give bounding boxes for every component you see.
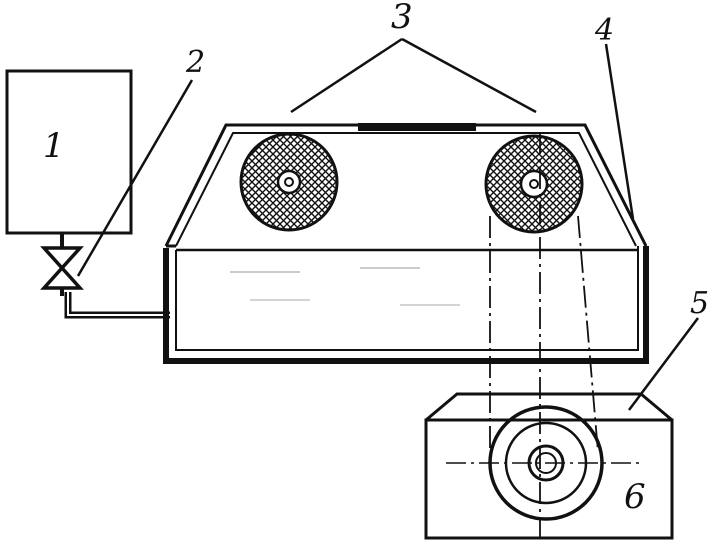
fixture-body	[424, 418, 674, 540]
tank-body	[5, 69, 133, 235]
leader-disks-right	[401, 37, 537, 114]
supply-pipe	[64, 292, 170, 319]
label-tank: 1	[43, 126, 65, 166]
housing	[164, 123, 648, 248]
label-fixture: 5	[690, 286, 709, 321]
valve-icon	[40, 246, 84, 290]
part-core	[535, 452, 557, 474]
leader-fixture	[628, 317, 699, 411]
disk-right-axle	[529, 179, 539, 189]
housing-cover-inner	[175, 132, 637, 247]
leader-lines	[76, 37, 699, 411]
part-outer-ring	[488, 405, 604, 521]
part-middle-ring	[504, 421, 588, 505]
projection-lines	[489, 132, 599, 540]
disk-right	[484, 134, 584, 234]
label-valve: 2	[185, 45, 205, 80]
bath-outer	[163, 246, 649, 364]
label-disks: 3	[391, 0, 413, 37]
supply-pipe-inner	[67, 292, 170, 316]
fixture	[424, 392, 674, 540]
window	[358, 123, 476, 131]
leader-valve	[76, 79, 194, 277]
label-part: 6	[624, 477, 646, 517]
bath-inner	[175, 246, 639, 351]
bath	[163, 246, 649, 364]
disk-left-axle	[284, 177, 294, 187]
part	[488, 405, 604, 521]
label-housing: 4	[594, 13, 614, 48]
leader-disks-left	[290, 37, 403, 114]
part-inner-ring	[527, 444, 565, 482]
disk-left	[239, 132, 339, 232]
leader-housing	[604, 43, 635, 220]
valve	[40, 233, 84, 296]
tank: 1	[5, 69, 133, 235]
projection-line-3	[577, 215, 599, 453]
fixture-top	[425, 392, 673, 422]
